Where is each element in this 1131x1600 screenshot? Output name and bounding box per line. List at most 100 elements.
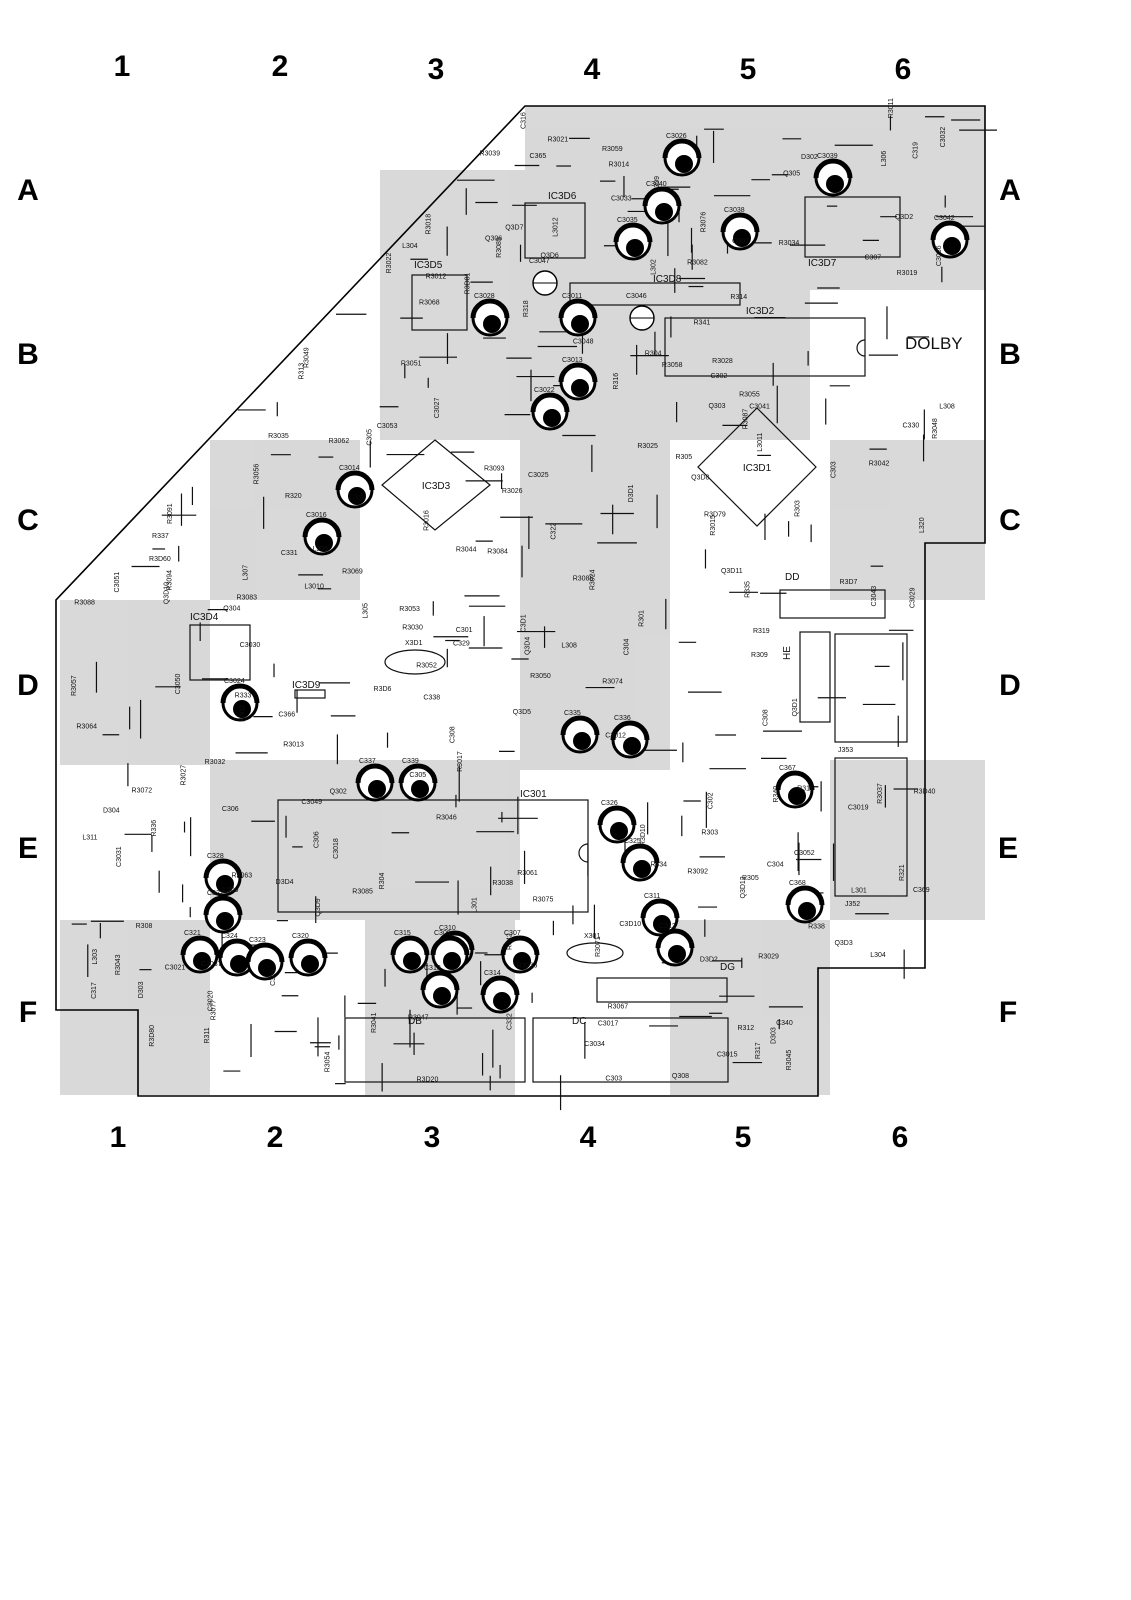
component-ref-label: R340: [773, 786, 780, 803]
component-ref-label: C3032: [940, 127, 947, 148]
component-ref-label: R333: [235, 692, 252, 699]
electrolytic-capacitor: C327: [203, 890, 243, 934]
electrolytic-capacitor: C3022: [530, 387, 570, 431]
component-ref-label: R3071: [595, 936, 602, 957]
component-ref-label: C308: [450, 726, 457, 743]
capacitor-ref-label: C309: [434, 930, 451, 937]
component-ref-label: R3061: [517, 870, 538, 877]
component-ref-label: Q306: [485, 236, 502, 243]
component-ref-label: R3086: [573, 576, 594, 583]
component-ref-label: C3033: [611, 196, 632, 203]
electrolytic-capacitor: C3047: [529, 258, 558, 296]
capacitor-ref-label: C325: [624, 838, 641, 845]
component-ref-label: C3049: [301, 799, 322, 806]
capacitor-ref-label: C314: [484, 970, 501, 977]
ic3d5-outline: [411, 274, 468, 331]
component-ref-label: R3082: [687, 259, 708, 266]
row-label: A: [17, 174, 39, 207]
component-ref-label: R3016: [424, 510, 431, 531]
row-label: F: [999, 996, 1017, 1029]
electrolytic-capacitor: C3046: [626, 293, 655, 331]
x3d1-label: X3D1: [405, 640, 423, 647]
component-ref-label: C3041: [749, 404, 770, 411]
capacitor-ref-label: C313: [424, 965, 441, 972]
component-ref-label: R3075: [533, 896, 554, 903]
component-ref-label: R3035: [268, 433, 289, 440]
dd-label: DD: [785, 572, 799, 583]
capacitor-ref-label: C307: [504, 930, 521, 937]
component-ref-label: R3039: [479, 151, 500, 158]
col-label: 5: [740, 53, 757, 86]
component-ref-label: R305: [675, 454, 692, 461]
component-ref-label: C304: [767, 861, 784, 868]
component-ref-label: R3026: [502, 488, 523, 495]
component-ref-label: R303: [701, 830, 718, 837]
component-ref-label: R334: [650, 862, 667, 869]
component-ref-label: R3D20: [417, 1076, 439, 1083]
column-labels-top: 1 2 3 4 5 6: [114, 50, 912, 86]
component-ref-label: C3015: [717, 1052, 738, 1059]
component-ref-label: R3062: [329, 438, 350, 445]
component-ref-label: D303: [770, 1027, 777, 1044]
component-ref-label: C3029: [909, 587, 916, 608]
component-ref-label: C303: [605, 1076, 622, 1083]
component-ref-label: R3072: [132, 788, 153, 795]
ic3d8-label: IC3D8: [653, 274, 682, 285]
capacitor-ref-label: C312: [659, 923, 676, 930]
component-ref-label: D304: [103, 808, 120, 815]
component-ref-label: C329: [453, 640, 470, 647]
component-ref-label: R3043: [115, 954, 122, 975]
component-ref-label: R3050: [530, 673, 551, 680]
component-ref-label: R3059: [602, 146, 623, 153]
component-ref-label: C3012: [605, 732, 626, 739]
component-ref-label: R3077: [211, 1000, 218, 1021]
component-ref-label: R3053: [399, 606, 420, 613]
component-ref-label: R3057: [71, 675, 78, 696]
component-ref-label: Q3D12: [740, 876, 747, 898]
component-ref-label: R3055: [739, 391, 760, 398]
component-ref-label: R3027: [180, 765, 187, 786]
component-ref-label: C3037: [201, 961, 222, 968]
component-ref-label: C304: [624, 639, 631, 656]
ic3d2-label: IC3D2: [746, 306, 775, 317]
component-ref-label: C322: [550, 523, 557, 540]
electrolytic-capacitor: C335: [560, 710, 600, 754]
ic3d8-outline: [569, 282, 741, 306]
component-ref-label: R3052: [416, 663, 437, 670]
x301-label: X301: [584, 933, 600, 940]
component-ref-label: C366: [278, 711, 295, 718]
electrolytic-capacitor: C337: [355, 758, 395, 802]
component-ref-label: C331: [281, 550, 298, 557]
component-ref-label: R3058: [662, 362, 683, 369]
component-ref-label: D3D2: [700, 957, 718, 964]
component-ref-label: R3091: [167, 503, 174, 524]
x301-crystal: [566, 942, 624, 964]
component-ref-label: R3033: [517, 962, 538, 969]
component-ref-label: C316: [521, 112, 528, 129]
board-outline: [55, 105, 986, 1097]
electrolytic-capacitor: C323: [245, 937, 285, 981]
capacitor-ref-label: C328: [207, 853, 224, 860]
electrolytic-capacitor: C307: [500, 930, 540, 974]
ic3d7-outline: [804, 196, 901, 258]
col-label: 2: [267, 1121, 284, 1154]
component-ref-label: D3D1: [628, 484, 635, 502]
component-ref-label: R3D40: [914, 788, 936, 795]
component-ref-label: R312: [737, 1025, 754, 1032]
component-ref-label: C3031: [116, 846, 123, 867]
component-ref-label: C3019: [848, 804, 869, 811]
component-ref-label: D302: [801, 154, 818, 161]
j352-block: [834, 757, 908, 897]
component-ref-label: R3064: [76, 723, 97, 730]
component-ref-label: R3068: [419, 300, 440, 307]
component-ref-label: R3032: [205, 759, 226, 766]
electrolytic-capacitor: C3011: [558, 293, 598, 337]
component-ref-label: C340: [776, 1020, 793, 1027]
component-ref-label: R3076: [701, 212, 708, 233]
row-label: D: [17, 669, 39, 702]
electrolytic-capacitor: C324: [217, 933, 257, 977]
component-ref-label: R3024: [590, 569, 597, 590]
electrolytic-capacitor: C312: [655, 923, 695, 967]
capacitor-ref-label: C3013: [562, 357, 583, 364]
col-label: 4: [580, 1121, 597, 1154]
